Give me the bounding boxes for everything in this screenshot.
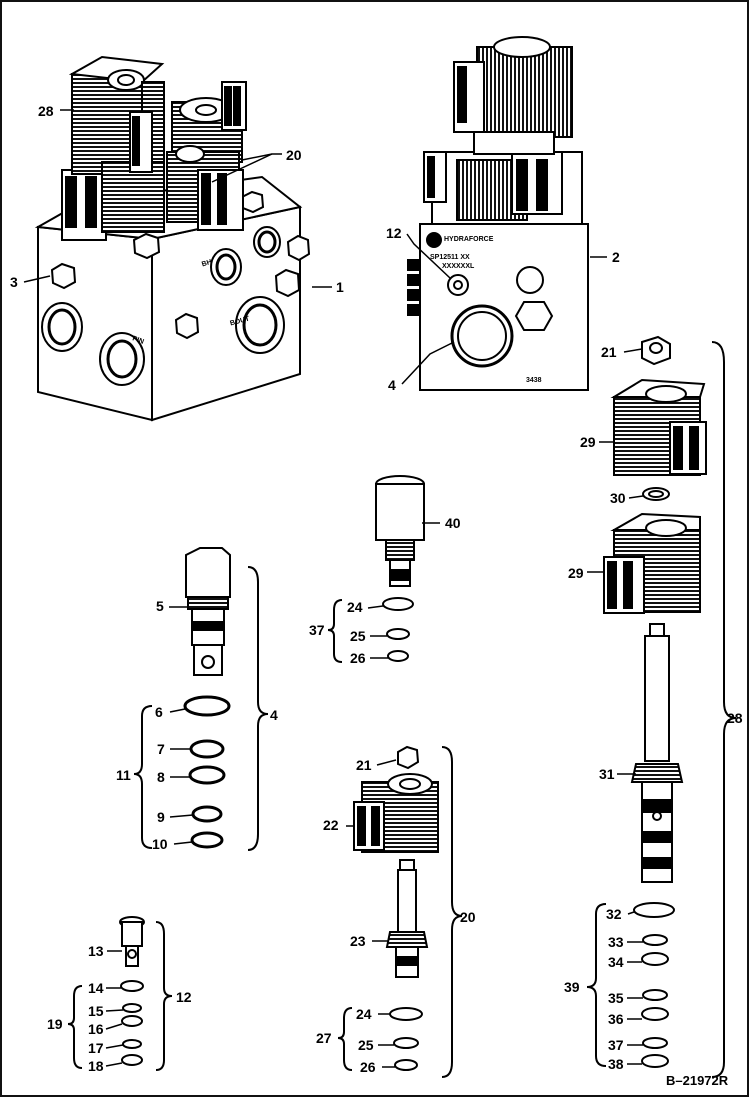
callout-21-mid: 21 (356, 757, 372, 773)
callout-36: 36 (608, 1011, 624, 1027)
callout-30: 30 (610, 490, 626, 506)
callout-6: 6 (155, 704, 163, 720)
callout-24-upper: 24 (347, 599, 363, 615)
callout-25-lower: 25 (358, 1037, 374, 1053)
callout-3: 3 (10, 274, 18, 290)
callout-22: 22 (323, 817, 339, 833)
solenoid-assembly-20 (337, 745, 463, 1078)
callout-29-lower: 29 (568, 565, 584, 581)
callout-33: 33 (608, 934, 624, 950)
callout-24-lower: 24 (356, 1006, 372, 1022)
callout-26-lower: 26 (360, 1059, 376, 1075)
solenoid-assembly-28 (586, 335, 737, 1078)
callout-37-right: 37 (608, 1037, 624, 1053)
callout-19: 19 (47, 1016, 63, 1032)
block-code-marking: 3438 (526, 377, 542, 384)
relief-valve-5 (133, 547, 269, 851)
callout-27: 27 (316, 1030, 332, 1046)
callout-13: 13 (88, 943, 104, 959)
callout-20-top: 20 (286, 147, 302, 163)
part-number-line-2: XXXXXXL (442, 263, 475, 270)
diagram-reference-code: B–21972R (666, 1073, 729, 1088)
leader-lines (23, 109, 644, 1068)
callout-29-upper: 29 (580, 434, 596, 450)
callout-10: 10 (152, 836, 168, 852)
callout-38: 38 (608, 1056, 624, 1072)
callout-23: 23 (350, 933, 366, 949)
callout-21-right: 21 (601, 344, 617, 360)
valve-cartridge-40 (327, 475, 425, 663)
callout-34: 34 (608, 954, 624, 970)
callout-35: 35 (608, 990, 624, 1006)
callout-14: 14 (88, 980, 104, 996)
callout-12-top: 12 (386, 225, 402, 241)
callout-37-mid: 37 (309, 622, 325, 638)
check-valve-12 (67, 916, 173, 1071)
callout-31: 31 (599, 766, 615, 782)
callout-5: 5 (156, 598, 164, 614)
callout-9: 9 (157, 809, 165, 825)
callout-25-upper: 25 (350, 628, 366, 644)
callout-8: 8 (157, 769, 165, 785)
callout-2: 2 (612, 249, 620, 265)
callout-7: 7 (157, 741, 165, 757)
callout-40: 40 (445, 515, 461, 531)
callout-18: 18 (88, 1058, 104, 1074)
callout-28-top: 28 (38, 103, 54, 119)
callout-17: 17 (88, 1040, 104, 1056)
callout-4-left: 4 (270, 707, 278, 723)
callout-39: 39 (564, 979, 580, 995)
callout-16: 16 (88, 1021, 104, 1037)
brand-marking: HYDRAFORCE (444, 236, 494, 243)
valve-block-assembly (34, 55, 311, 422)
callout-11: 11 (116, 767, 131, 783)
callout-20-mid: 20 (460, 909, 476, 925)
callout-4-top: 4 (388, 377, 396, 393)
callout-1: 1 (336, 279, 344, 295)
callout-28-right: 28 (727, 710, 743, 726)
callout-12-left: 12 (176, 989, 192, 1005)
callout-15: 15 (88, 1003, 104, 1019)
secondary-valve-block (407, 36, 589, 391)
callout-26-upper: 26 (350, 650, 366, 666)
part-number-line-1: SP12511 XX (430, 254, 470, 261)
callout-32: 32 (606, 906, 622, 922)
